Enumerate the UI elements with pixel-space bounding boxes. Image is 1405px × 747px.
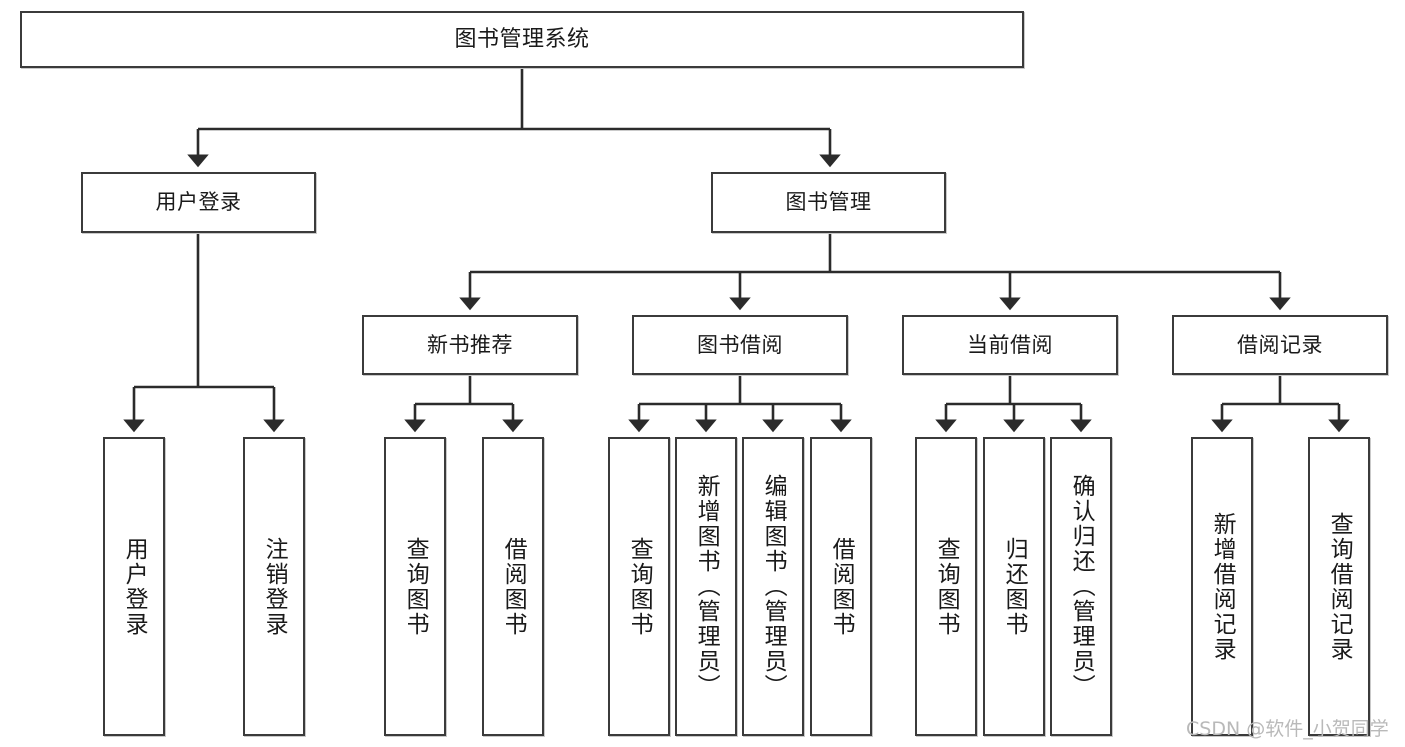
node-borrow-record[interactable]: 借阅记录: [1172, 315, 1388, 375]
node-current-borrow[interactable]: 当前借阅: [902, 315, 1118, 375]
node-label: 用户登录: [121, 536, 148, 637]
node-label: 图书管理系统: [454, 26, 590, 52]
node-book-borrow[interactable]: 图书借阅: [632, 315, 848, 375]
node-label: 查询图书: [402, 536, 429, 637]
leaf-query-book-borrow[interactable]: 查询图书: [608, 437, 670, 736]
node-label: 借阅图书: [500, 536, 527, 637]
leaf-borrow-book[interactable]: 借阅图书: [810, 437, 872, 736]
node-label: 图书管理: [785, 190, 872, 215]
leaf-query-book-recommend[interactable]: 查询图书: [384, 437, 446, 736]
leaf-add-book-admin[interactable]: 新增图书（管理员）: [675, 437, 737, 736]
csdn-watermark: CSDN @软件_小贺同学: [1186, 718, 1389, 740]
leaf-query-borrow-record[interactable]: 查询借阅记录: [1308, 437, 1370, 736]
leaf-confirm-return-admin[interactable]: 确认归还（管理员）: [1050, 437, 1112, 736]
node-label: 注销登录: [261, 536, 288, 637]
node-label: 确认归还（管理员）: [1068, 474, 1095, 699]
node-label: 查询借阅记录: [1326, 511, 1353, 662]
node-label: 编辑图书（管理员）: [760, 474, 787, 699]
node-label: 当前借阅: [967, 332, 1053, 357]
node-label: 查询图书: [933, 536, 960, 637]
leaf-query-book-current[interactable]: 查询图书: [915, 437, 977, 736]
node-new-book-recommend[interactable]: 新书推荐: [362, 315, 578, 375]
leaf-edit-book-admin[interactable]: 编辑图书（管理员）: [742, 437, 804, 736]
node-label: 归还图书: [1001, 536, 1028, 637]
node-label: 新增借阅记录: [1209, 511, 1236, 662]
node-book-management[interactable]: 图书管理: [711, 172, 946, 233]
leaf-add-borrow-record[interactable]: 新增借阅记录: [1191, 437, 1253, 736]
node-label: 借阅图书: [828, 536, 855, 637]
node-label: 图书借阅: [697, 332, 783, 357]
leaf-borrow-book-recommend[interactable]: 借阅图书: [482, 437, 544, 736]
node-label: 查询图书: [626, 536, 653, 637]
node-label: 新增图书（管理员）: [693, 474, 720, 699]
leaf-return-book[interactable]: 归还图书: [983, 437, 1045, 736]
node-label: 借阅记录: [1237, 332, 1323, 357]
leaf-user-login[interactable]: 用户登录: [103, 437, 165, 736]
leaf-logout[interactable]: 注销登录: [243, 437, 305, 736]
node-label: 用户登录: [155, 190, 242, 215]
node-user-login[interactable]: 用户登录: [81, 172, 316, 233]
node-label: 新书推荐: [427, 332, 513, 357]
node-root-book-management-system[interactable]: 图书管理系统: [20, 11, 1024, 68]
